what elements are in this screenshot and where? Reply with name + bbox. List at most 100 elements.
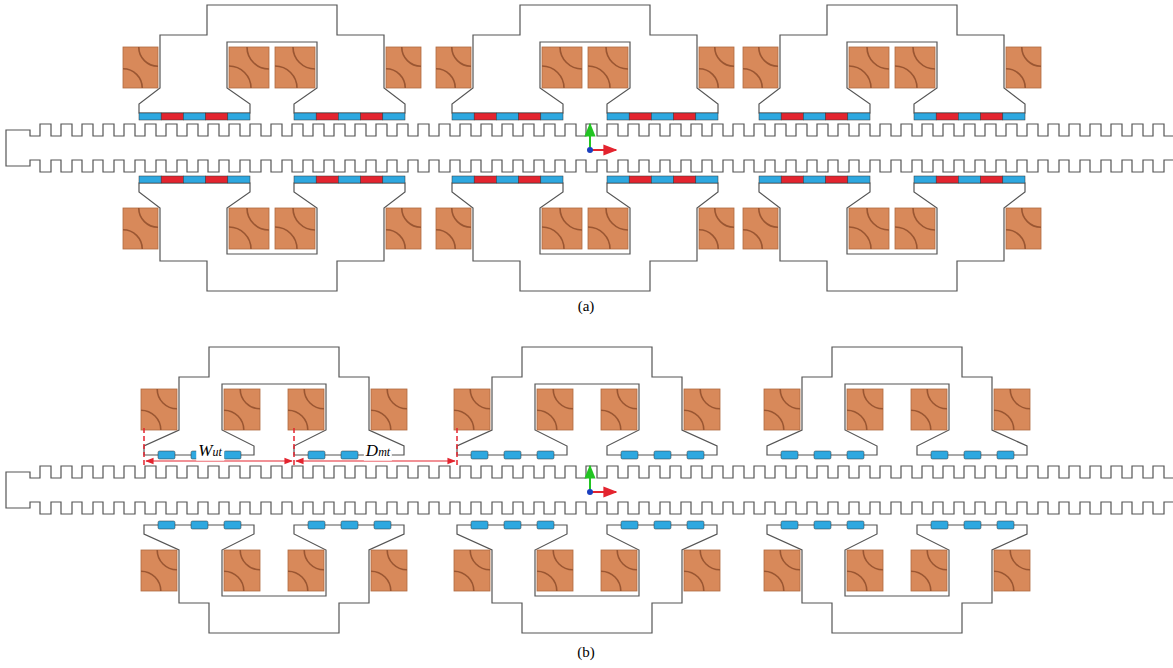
coil-texture: [304, 389, 324, 409]
coil-texture: [247, 208, 269, 230]
permanent-magnet: [452, 176, 474, 183]
permanent-magnet: [383, 113, 405, 120]
permanent-magnet: [931, 521, 948, 529]
coil-texture: [386, 230, 405, 249]
dimension-arrow: [146, 460, 292, 461]
stator-unit: [454, 347, 720, 459]
coil-texture: [606, 208, 628, 230]
permanent-magnet: [621, 451, 638, 459]
coil-block: [847, 550, 883, 591]
coil-texture: [601, 571, 621, 591]
coil-texture: [606, 47, 628, 69]
permanent-magnet: [224, 521, 241, 529]
coil-block: [123, 208, 158, 249]
permanent-magnet: [981, 176, 1003, 183]
coil-texture: [157, 389, 177, 409]
permanent-magnet: [374, 521, 391, 529]
coil-texture: [764, 571, 784, 591]
coil-block: [764, 389, 800, 430]
stator-unit: [436, 5, 734, 120]
coil-texture: [141, 410, 161, 430]
permanent-magnet: [931, 451, 948, 459]
coil-block: [386, 47, 421, 88]
coil-block: [1006, 208, 1041, 249]
stator-unit: [454, 521, 720, 633]
permanent-magnet: [814, 451, 831, 459]
permanent-magnet: [936, 113, 958, 120]
coil-texture: [387, 550, 407, 570]
coil-block: [371, 550, 407, 591]
stator-core: [452, 183, 718, 291]
coil-texture: [560, 208, 582, 230]
permanent-magnet: [158, 451, 175, 459]
permanent-magnet: [687, 521, 704, 529]
coil-texture: [240, 389, 260, 409]
permanent-magnet: [308, 451, 325, 459]
coil-block: [588, 47, 628, 88]
permanent-magnet: [1003, 176, 1025, 183]
dimension-extension: [293, 428, 295, 466]
coil-texture: [229, 227, 251, 249]
permanent-magnet: [191, 521, 208, 529]
coil-block: [436, 208, 471, 249]
coil-block: [229, 47, 269, 88]
coil-texture: [542, 66, 564, 88]
coil-block: [275, 208, 315, 249]
coil-block: [371, 389, 407, 430]
coil-texture: [849, 66, 871, 88]
permanent-magnet: [338, 113, 360, 120]
coil-texture: [780, 389, 800, 409]
coil-texture: [247, 47, 269, 69]
permanent-magnet: [206, 113, 228, 120]
coil-block: [743, 208, 778, 249]
coil-texture: [913, 47, 935, 69]
coil-block: [743, 47, 778, 88]
coil-texture: [927, 550, 947, 570]
coil-texture: [123, 69, 142, 88]
coil-texture: [402, 47, 421, 66]
coil-block: [288, 389, 324, 430]
coil-block: [699, 47, 734, 88]
permanent-magnet: [161, 176, 183, 183]
permanent-magnet: [224, 451, 241, 459]
permanent-magnet: [781, 521, 798, 529]
coil-block: [386, 208, 421, 249]
coil-block: [588, 208, 628, 249]
coil-texture: [1006, 69, 1025, 88]
coil-texture: [1022, 208, 1041, 227]
panel-label: (b): [575, 644, 597, 661]
coil-block: [288, 550, 324, 591]
coil-block: [601, 389, 637, 430]
coil-texture: [436, 230, 455, 249]
coil-texture: [913, 208, 935, 230]
coil-texture: [601, 410, 621, 430]
axis-y: [589, 124, 591, 150]
dimension-label: Wut: [196, 442, 224, 461]
coil-texture: [470, 550, 490, 570]
coil-texture: [700, 389, 720, 409]
permanent-magnet: [803, 176, 825, 183]
coil-texture: [386, 69, 405, 88]
permanent-magnet: [361, 113, 383, 120]
permanent-magnet: [541, 113, 563, 120]
coil-texture: [994, 571, 1014, 591]
coil-texture: [780, 550, 800, 570]
coil-texture: [275, 227, 297, 249]
axis-z: [587, 147, 593, 153]
stator-core: [759, 183, 1025, 291]
permanent-magnet: [537, 451, 554, 459]
coil-texture: [849, 227, 871, 249]
coil-texture: [715, 208, 734, 227]
coil-block: [849, 208, 889, 249]
permanent-magnet: [814, 521, 831, 529]
axis-x: [590, 149, 616, 151]
coil-texture: [911, 571, 931, 591]
coil-texture: [1006, 230, 1025, 249]
permanent-magnet: [541, 176, 563, 183]
coil-texture: [304, 550, 324, 570]
coil-block: [1006, 47, 1041, 88]
permanent-magnet: [936, 176, 958, 183]
permanent-magnet: [316, 113, 338, 120]
permanent-magnet: [519, 113, 541, 120]
dimension-extension: [143, 428, 145, 466]
